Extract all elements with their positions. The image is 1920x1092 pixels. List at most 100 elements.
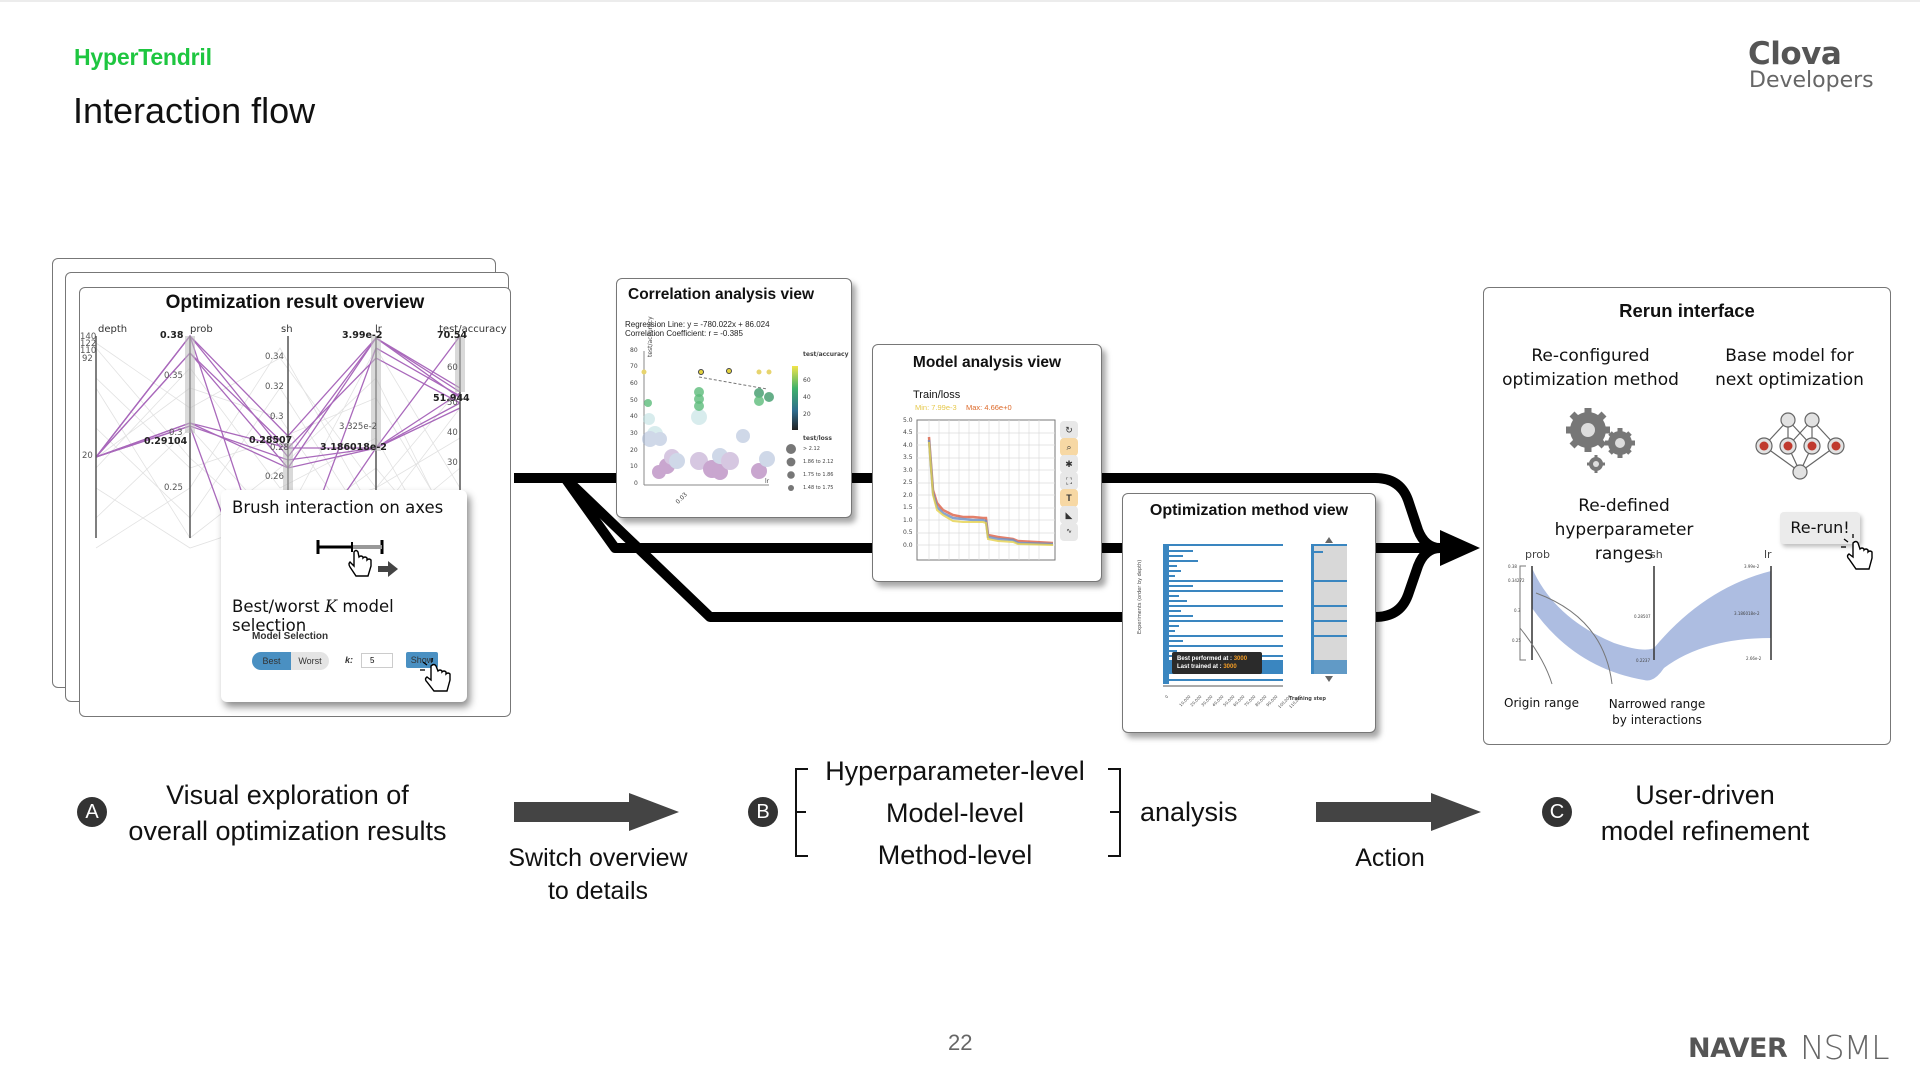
- best-toggle[interactable]: Best: [252, 652, 291, 670]
- overview-title: Optimization result overview: [165, 292, 425, 313]
- y-tick: 2.0: [903, 492, 913, 499]
- optimization-method-card: Optimization method view Experiments (or…: [1122, 493, 1376, 733]
- prob-brush-min: 0.29104: [144, 436, 188, 447]
- method-bar-chart[interactable]: [1123, 494, 1377, 734]
- depth-tick: 110: [80, 346, 97, 356]
- stage-a-badge: A: [77, 797, 107, 827]
- y-tick: 0: [634, 480, 638, 487]
- colorbar-tick: 60: [803, 377, 811, 384]
- depth-tick: 122: [80, 339, 97, 349]
- nsml-logo: NSML: [1800, 1028, 1889, 1067]
- area-chart-icon[interactable]: ◣: [1060, 506, 1078, 524]
- y-axis-label: test/accuracy: [647, 316, 654, 357]
- fit-icon[interactable]: ⛶: [1060, 472, 1078, 490]
- k-label: k:: [345, 655, 354, 665]
- method-x-tick: 10,000: [1178, 694, 1192, 708]
- acc-tick: 50: [447, 398, 458, 408]
- action-arrow-icon: [1316, 793, 1481, 831]
- worst-toggle[interactable]: Worst: [291, 652, 329, 670]
- y-tick: 2.5: [903, 479, 913, 486]
- size-legend-label: 1.86 to 2.12: [803, 459, 834, 465]
- size-legend-mark: [788, 485, 794, 491]
- method-tooltip: Best performed at : 3000 Last trained at…: [1172, 652, 1262, 674]
- y-tick: 0.5: [903, 529, 913, 536]
- stage-c-badge: C: [1542, 797, 1572, 827]
- reset-icon[interactable]: ↻: [1060, 421, 1078, 439]
- max-label: Max: 4.66e+0: [966, 403, 1012, 412]
- colorbar-tick: 20: [803, 411, 811, 418]
- model-selection-title: Model Selection: [252, 631, 329, 642]
- y-tick: 4.5: [903, 429, 913, 436]
- model-analysis-title: Model analysis view: [912, 354, 1062, 371]
- tooltip-last: Last trained at : 3000: [1177, 664, 1237, 670]
- k-input[interactable]: [361, 653, 393, 668]
- axis-label-test-accuracy: test/accuracy: [439, 324, 507, 335]
- selection-label: Best/worst K model selection: [232, 597, 394, 635]
- narrowed-range-plot: [1519, 565, 1772, 685]
- naver-logo: NAVER: [1688, 1033, 1788, 1064]
- axis-label-sh: sh: [281, 324, 293, 335]
- rerun-button[interactable]: Re-run!: [1780, 512, 1860, 544]
- rr-prob-tick: 0.3: [1514, 608, 1521, 613]
- rr-lr-tick: 3.186018e-2: [1734, 611, 1760, 616]
- regression-line-text: Regression Line: y = -780.022x + 86.024: [625, 320, 770, 329]
- brush-prob: [185, 336, 195, 433]
- y-tick: 50: [630, 397, 638, 404]
- level-model: Model-level: [885, 798, 1025, 828]
- size-legend-label: 1.75 to 1.86: [803, 472, 834, 478]
- rr-axis-lr: lr: [1764, 548, 1772, 561]
- rerun-title: Rerun interface: [1619, 300, 1755, 321]
- train-loss-chart[interactable]: [873, 345, 1103, 583]
- sh-tick: 0.32: [265, 382, 284, 392]
- narrowed-band: [1532, 568, 1771, 681]
- origin-range-label: Origin range: [1504, 696, 1579, 710]
- lr-brush-min: 3.186018e-2: [320, 442, 387, 453]
- sh-tick: 0.26: [265, 472, 284, 482]
- scroll-down-icon: [1325, 676, 1333, 682]
- pan-icon[interactable]: ✱: [1060, 455, 1078, 473]
- zoom-icon[interactable]: ⌕: [1060, 438, 1078, 456]
- text-icon[interactable]: T: [1060, 489, 1078, 507]
- rr-prob-tick: 0.34272: [1508, 578, 1525, 583]
- brand-label: HyperTendril: [74, 44, 212, 70]
- click-hand-icon: [1841, 534, 1873, 570]
- prob-tick: 0.3: [169, 428, 183, 438]
- stage-b-brackets: [795, 768, 1121, 857]
- flow-arrowhead: [1440, 530, 1480, 566]
- acc-tick: 40: [447, 428, 458, 438]
- size-legend-label: 1.48 to 1.75: [803, 485, 834, 491]
- y-tick: 80: [630, 347, 638, 354]
- level-method: Method-level: [877, 840, 1033, 870]
- axis-label-lr: lr: [375, 324, 382, 335]
- acc-tick: 30: [447, 458, 458, 468]
- stage-b-suffix: analysis: [1140, 797, 1238, 827]
- colorbar-title: test/accuracy: [803, 351, 849, 358]
- min-label: Min: 7.99e-3: [915, 403, 957, 412]
- y-tick: 30: [630, 430, 638, 437]
- rr-lr-tick: 3.99e-2: [1744, 564, 1760, 569]
- lr-tick: 3.325e-2: [339, 422, 378, 432]
- page-number: 22: [948, 1030, 973, 1055]
- y-tick: 4.0: [903, 442, 913, 449]
- arrow-right-icon: [378, 561, 398, 577]
- origin-range-pointer: [1519, 627, 1553, 685]
- correlation-card: Correlation analysis view Regression Lin…: [616, 278, 852, 518]
- colorbar: [792, 366, 798, 430]
- smooth-icon[interactable]: ∿: [1060, 523, 1078, 541]
- brush-test-accuracy: [455, 336, 465, 392]
- rr-axis-sh: sh: [1650, 548, 1663, 561]
- show-button[interactable]: Show: [406, 652, 438, 668]
- clova-logo: Clova: [1748, 36, 1842, 72]
- prob-tick: 0.35: [164, 371, 183, 381]
- hand-pointer-icon: [348, 549, 372, 577]
- y-tick: 1.5: [903, 504, 913, 511]
- sh-brush-max: 0.28507: [249, 435, 293, 446]
- correlation-scatter[interactable]: [617, 279, 853, 519]
- y-tick: 3.0: [903, 467, 913, 474]
